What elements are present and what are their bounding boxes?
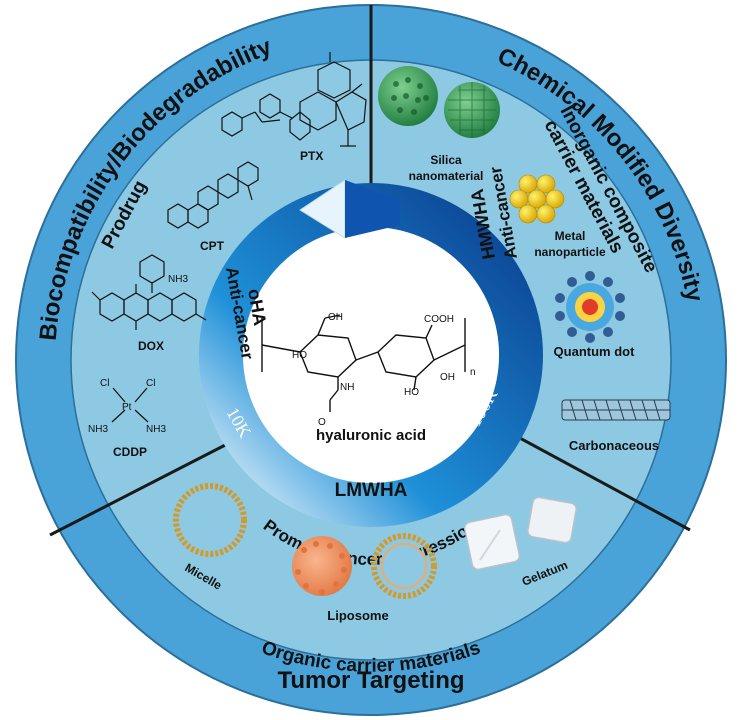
cpt-structure-icon [167,161,259,229]
quantum-dot-icon [555,271,625,343]
mol-cooh: COOH [424,314,454,325]
mol-ho-left: HO [292,350,307,361]
arc-bottom-title: LMWHA [335,480,408,501]
ptx-structure-icon [221,52,367,147]
label-liposome: Liposome [327,608,388,623]
gelatum-icon [463,496,577,571]
cddp-nh3-left: NH3 [88,424,108,435]
label-quantum-dot: Quantum dot [554,344,636,359]
silica-nanomaterial-icon [378,66,500,138]
cddp-structure-icon [111,387,149,423]
label-silica-line1: Silica [430,153,462,167]
mol-ho-bottom: HO [404,387,419,398]
mol-oh-top: OH [328,312,343,323]
molecule-label: hyaluronic acid [316,427,426,444]
label-cddp: CDDP [113,445,147,459]
divider-right [504,428,691,532]
metal-nanoparticle-icon [509,174,565,224]
mol-o: O [318,417,326,428]
label-metal-line2: nanoparticle [534,245,606,259]
mol-nh: NH [340,382,354,393]
label-silica-line2: nanomaterial [409,169,484,183]
hyaluronic-acid-structure [261,314,466,412]
label-dox: DOX [138,339,164,353]
carbonaceous-icon [561,399,671,421]
label-cpt: CPT [200,239,225,253]
mol-n-subscript: n [470,367,476,378]
cddp-pt: Pt [122,402,132,413]
cddp-cl-left: Cl [100,378,109,389]
label-ptx: PTX [300,149,323,163]
cddp-cl-right: Cl [146,378,155,389]
label-carbonaceous: Carbonaceous [569,438,659,453]
label-metal-line1: Metal [555,229,586,243]
label-dox-nh3: NH3 [168,274,188,285]
cycle-arrow-body [345,180,400,238]
cddp-nh3-right: NH3 [146,424,166,435]
mol-oh-right: OH [440,372,455,383]
dox-structure-icon [91,254,207,330]
ring-label-bottom: Tumor Targeting [277,667,464,694]
divider-left [49,438,236,537]
liposome-icon [292,533,437,599]
micelle-icon [173,483,247,557]
